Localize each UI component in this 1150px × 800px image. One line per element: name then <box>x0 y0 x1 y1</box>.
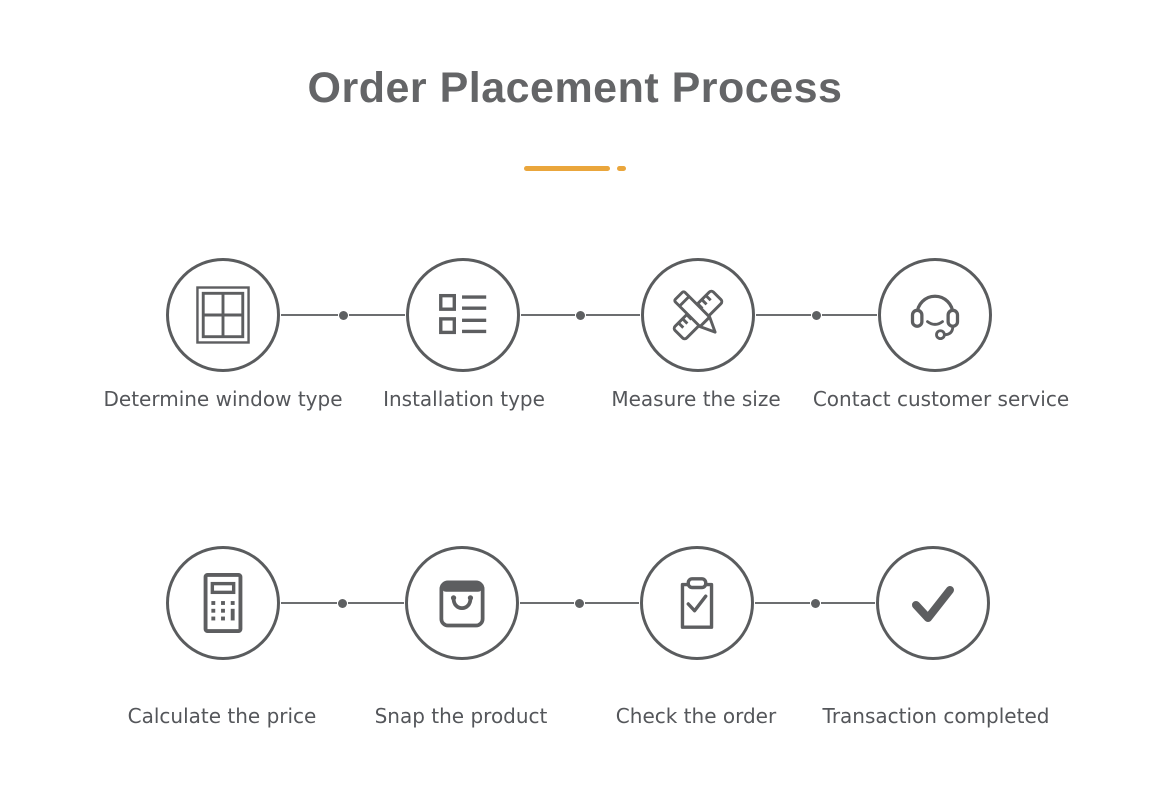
accent-dot <box>617 166 626 171</box>
step-8-circle <box>876 546 990 660</box>
step-label: Contact customer service <box>812 387 1070 411</box>
page-title: Order Placement Process <box>307 64 843 112</box>
connector <box>521 310 640 320</box>
step-3-circle <box>641 258 755 372</box>
window-icon <box>196 286 250 344</box>
step-2-circle <box>406 258 520 372</box>
calculator-icon <box>203 572 243 634</box>
step-5-circle <box>166 546 280 660</box>
step-label: Calculate the price <box>127 704 317 728</box>
step-label: Determine window type <box>103 387 343 411</box>
connector <box>281 598 404 608</box>
checkmark-icon <box>912 586 954 622</box>
ruler-pencil-icon <box>672 289 724 341</box>
step-label: Installation type <box>383 387 545 411</box>
step-6-circle <box>405 546 519 660</box>
connector-dot <box>810 598 820 608</box>
step-label: Snap the product <box>374 704 548 728</box>
step-4-circle <box>878 258 992 372</box>
connector-dot <box>338 310 348 320</box>
clipboard-check-icon <box>680 577 714 629</box>
title-underline <box>0 166 1150 171</box>
connector <box>281 310 405 320</box>
connector <box>756 310 877 320</box>
step-label: Transaction completed <box>822 704 1050 728</box>
connector <box>755 598 875 608</box>
connector-dot <box>575 598 584 608</box>
step-label: Check the order <box>615 704 777 728</box>
connector <box>520 598 639 608</box>
connector-dot <box>338 598 347 608</box>
step-7-circle <box>640 546 754 660</box>
step-label: Measure the size <box>611 387 781 411</box>
connector-dot <box>576 310 585 320</box>
step-1-circle <box>166 258 280 372</box>
accent-bar <box>524 166 610 171</box>
list-icon <box>439 293 487 335</box>
connector-dot <box>812 310 821 320</box>
shopping-bag-icon <box>439 580 485 628</box>
headset-icon <box>910 294 960 341</box>
